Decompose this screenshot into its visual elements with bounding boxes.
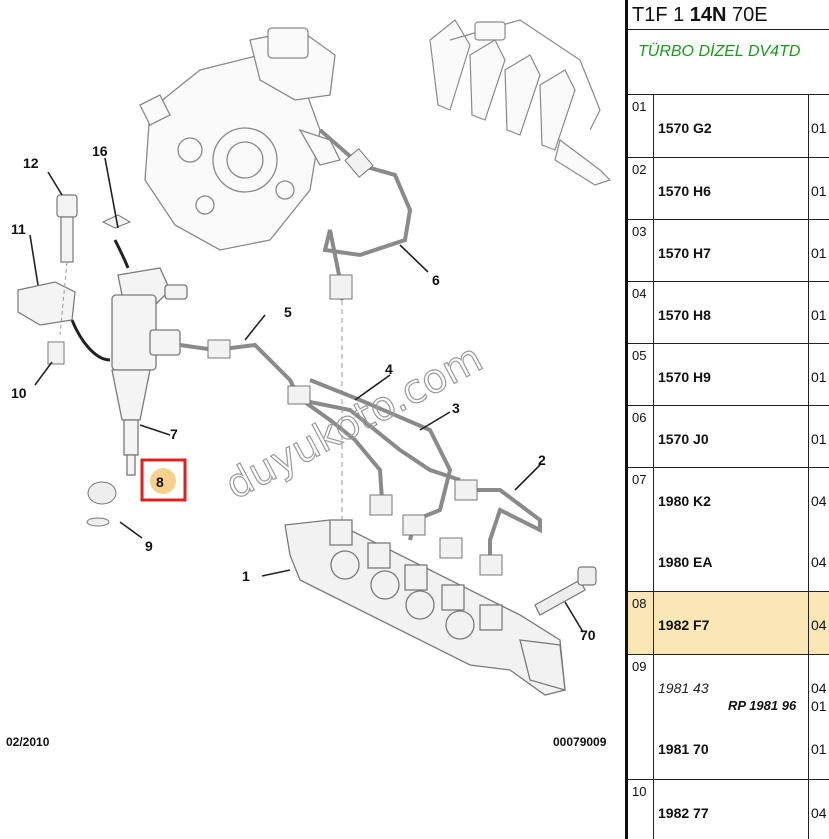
callout-7: 7 [170, 426, 178, 442]
part-code: 1570 H9 [658, 369, 711, 385]
row-number: 04 [632, 286, 647, 301]
callout-12: 12 [23, 155, 39, 171]
part-qty: 04 [811, 805, 827, 821]
part-qty: 01 [811, 183, 827, 199]
common-rail-1 [284, 519, 566, 696]
part-code: 1570 J0 [658, 431, 709, 447]
row-number: 10 [632, 784, 647, 799]
sleeve-10 [47, 341, 65, 365]
part-qty: 04 [811, 554, 827, 570]
part-code: 1570 G2 [658, 120, 712, 136]
washer-9 [86, 517, 110, 527]
part-code: 1981 43 [658, 680, 709, 696]
table-row[interactable]: 09 1981 43 04 RP 1981 96 01 1981 70 01 [628, 655, 829, 780]
callout-16: 16 [92, 143, 108, 159]
table-row[interactable]: 10 1982 77 04 [628, 780, 829, 839]
engine-row: TÜRBO DİZEL DV4TD [628, 31, 829, 95]
part-qty: 01 [811, 741, 827, 757]
diagram-date: 02/2010 [6, 735, 50, 749]
part-qty: 01 [811, 245, 827, 261]
injector-7 [111, 267, 188, 476]
title-part-c: 70E [726, 4, 768, 26]
part-code: 1980 K2 [658, 493, 711, 509]
diagram-doc-number: 00079009 [553, 735, 607, 749]
callout-9: 9 [145, 538, 153, 554]
part-qty: 01 [811, 307, 827, 323]
callout-6: 6 [432, 272, 440, 288]
table-row[interactable]: 03 1570 H7 01 [628, 220, 829, 282]
part-qty: 04 [811, 680, 827, 696]
bolt-70 [534, 566, 597, 616]
engine-name: TÜRBO DİZEL DV4TD [638, 43, 801, 60]
callout-4: 4 [385, 361, 393, 377]
part-code: 1570 H8 [658, 307, 711, 323]
table-row-selected[interactable]: 08 1982 F7 04 [628, 592, 829, 655]
part-qty: 01 [811, 120, 827, 136]
part-code: 1981 70 [658, 741, 709, 757]
part-code: 1570 H7 [658, 245, 711, 261]
callout-70: 70 [580, 627, 596, 643]
part-qty: 01 [811, 431, 827, 447]
row-number: 05 [632, 348, 647, 363]
part-qty: 04 [811, 493, 827, 509]
part-code: 1980 EA [658, 554, 713, 570]
replacement-code: RP 1981 96 [728, 698, 797, 713]
row-number: 03 [632, 224, 647, 239]
row-number: 06 [632, 410, 647, 425]
parts-table: T1F 1 14N 70E TÜRBO DİZEL DV4TD 01 1570 … [625, 0, 829, 839]
row-number: 09 [632, 659, 647, 674]
table-row[interactable]: 06 1570 J0 01 [628, 406, 829, 468]
table-title: T1F 1 14N 70E [628, 0, 829, 30]
table-row[interactable]: 07 1980 K2 04 1980 EA 04 [628, 468, 829, 592]
row-number: 07 [632, 472, 647, 487]
part-code: 1982 F7 [658, 617, 710, 633]
part-qty: 01 [811, 369, 827, 385]
clamp-11 [17, 281, 76, 326]
part-code: 1570 H6 [658, 183, 711, 199]
parts-diagram: 12 16 11 10 7 8 9 5 6 4 3 2 1 70 duyukot… [6, 19, 612, 749]
pipe-2 [460, 488, 542, 565]
callout-2: 2 [538, 452, 546, 468]
callout-10: 10 [11, 385, 27, 401]
row-number: 02 [632, 162, 647, 177]
title-part-b: 14N [689, 4, 727, 26]
highlight-marker [150, 468, 176, 494]
title-part-a: T1F 1 [632, 4, 690, 26]
part-code: 1982 77 [658, 805, 709, 821]
row-number: 08 [632, 596, 647, 611]
injector-rail-inset [429, 19, 612, 186]
table-row[interactable]: 05 1570 H9 01 [628, 344, 829, 406]
callout-1: 1 [242, 568, 250, 584]
pipe-6 [318, 128, 413, 301]
table-row[interactable]: 02 1570 H6 01 [628, 158, 829, 220]
callout-5: 5 [284, 304, 292, 320]
callout-11: 11 [11, 221, 26, 237]
callout-8: 8 [156, 474, 164, 490]
part-qty: 01 [811, 698, 827, 714]
watermark: duyukoto.com [218, 335, 490, 509]
part-qty: 04 [811, 617, 827, 633]
table-row[interactable]: 01 1570 G2 01 [628, 95, 829, 158]
highlight-box[interactable] [140, 458, 187, 502]
row-number: 01 [632, 99, 647, 114]
bolt-12 [56, 194, 78, 263]
callout-3: 3 [452, 400, 460, 416]
high-pressure-pump [139, 27, 341, 251]
seal-8 [87, 481, 117, 505]
pipe-4 [293, 393, 384, 501]
table-row[interactable]: 04 1570 H8 01 [628, 282, 829, 344]
